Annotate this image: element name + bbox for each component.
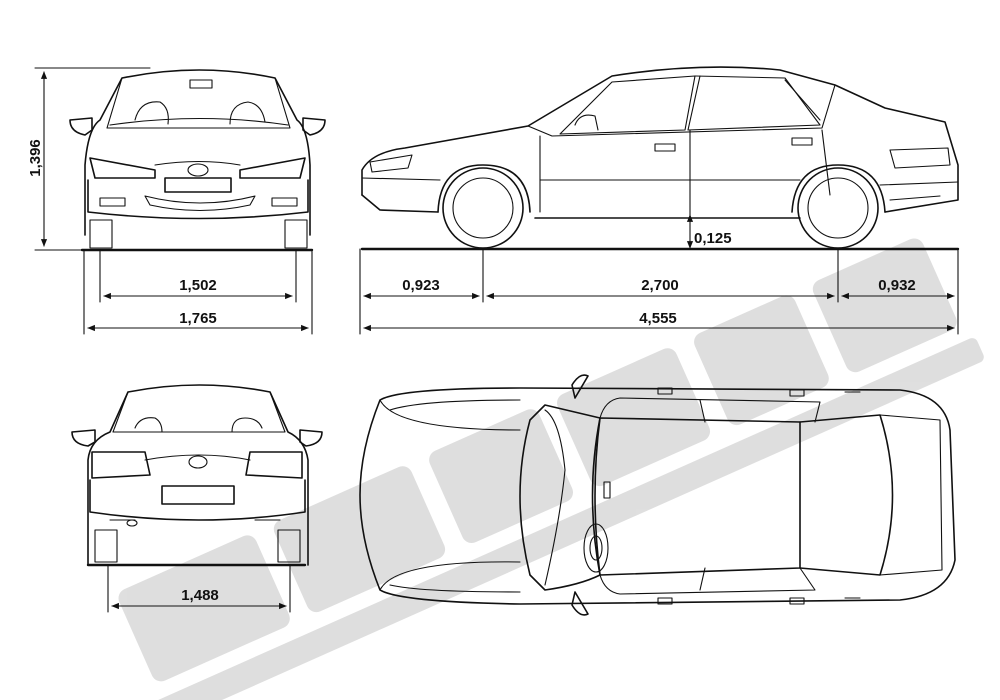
front-view-drawing: [69, 69, 326, 252]
overall-length-label: 4,555: [639, 310, 677, 327]
rear-track-dimension: [107, 564, 291, 613]
front-height-label: 1,396: [27, 139, 44, 177]
front-track-label: 1,502: [179, 277, 217, 294]
wheelbase-label: 2,700: [641, 277, 679, 294]
rear-track-label: 1,488: [181, 587, 219, 604]
ground-clearance-label: 0,125: [694, 230, 732, 247]
front-track-dimension: [99, 249, 297, 303]
overall-width-dimension: [83, 249, 313, 335]
overall-width-label: 1,765: [179, 310, 217, 327]
side-length-dimensions: [359, 248, 959, 335]
rear-overhang-label: 0,932: [878, 277, 916, 294]
top-view-drawing: [359, 374, 956, 616]
watermark-logo: [118, 238, 984, 700]
front-height-dimension: [34, 67, 151, 251]
side-view-drawing: [360, 66, 960, 251]
rear-view-drawing: [71, 384, 323, 567]
front-overhang-label: 0,923: [402, 277, 440, 294]
